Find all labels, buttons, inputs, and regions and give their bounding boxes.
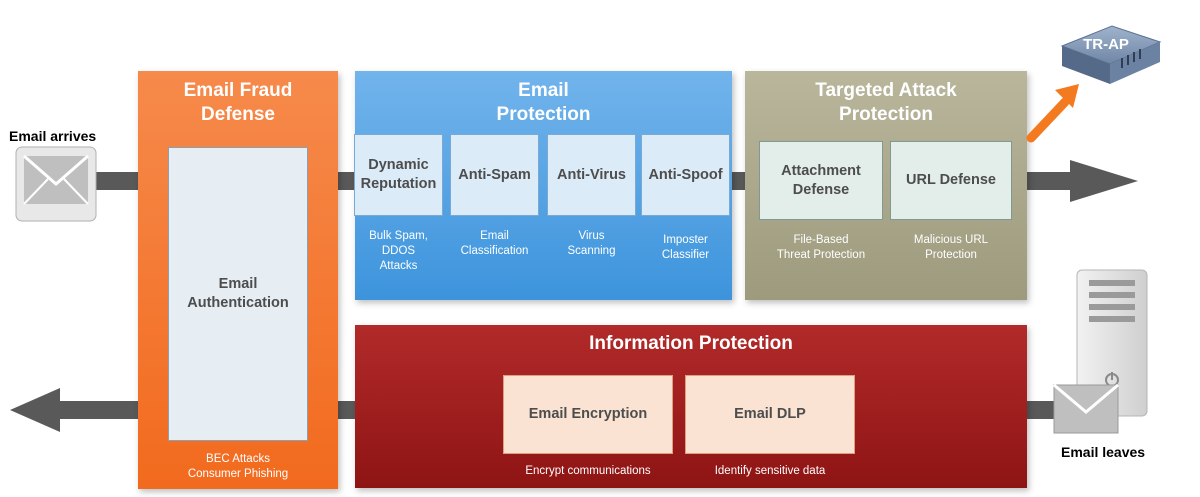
- email-leaves-label: Email leaves: [1061, 444, 1146, 460]
- email-dlp-box: Email DLP: [685, 375, 855, 454]
- email-fraud-defense-panel: Email Fraud Defense Email Authentication…: [138, 71, 338, 489]
- email-encryption-box: Email Encryption: [503, 375, 673, 454]
- anti-spam-caption: Email Classification: [460, 230, 529, 257]
- email-authentication-box: Email Authentication: [168, 147, 308, 441]
- email-arrives-label: Email arrives: [9, 128, 97, 144]
- appliance-icon: [1060, 25, 1162, 84]
- email-protection-panel: Email Protection Dynamic Reputation Anti…: [354, 71, 732, 300]
- dynamic-reputation-box: Dynamic Reputation: [354, 134, 443, 216]
- attachment-defense-box: Attachment Defense: [759, 141, 883, 220]
- targeted-attack-protection-panel: Targeted Attack Protection Attachment De…: [745, 71, 1027, 300]
- anti-spam-box: Anti-Spam: [450, 134, 539, 216]
- envelope-outbound-icon: [1053, 384, 1119, 434]
- email-protection-title: Email Protection: [496, 80, 591, 125]
- appliance-label: TR-AP: [1083, 36, 1129, 53]
- mail-server-icon: [1076, 269, 1148, 417]
- dynamic-reputation-caption: Bulk Spam, DDOS Attacks: [369, 230, 428, 272]
- targeted-attack-protection-title: Targeted Attack Protection: [815, 80, 957, 125]
- anti-virus-box: Anti-Virus: [547, 134, 636, 216]
- url-defense-caption: Malicious URL Protection: [913, 234, 989, 261]
- email-fraud-defense-caption: BEC Attacks Consumer Phishing: [187, 453, 289, 480]
- information-protection-title: Information Protection: [589, 333, 793, 354]
- email-fraud-defense-title: Email Fraud Defense: [183, 80, 293, 125]
- envelope-inbound-icon: [15, 146, 97, 222]
- anti-spoof-caption: Imposter Classifier: [661, 234, 710, 261]
- anti-spoof-box: Anti-Spoof: [641, 134, 730, 216]
- url-defense-box: URL Defense: [890, 141, 1012, 220]
- anti-virus-caption: Virus Scanning: [567, 230, 616, 257]
- email-encryption-caption: Encrypt communications: [525, 465, 651, 477]
- attachment-defense-caption: File-Based Threat Protection: [776, 234, 866, 261]
- email-dlp-caption: Identify sensitive data: [714, 465, 826, 477]
- orange-escalation-arrow-icon: [1026, 84, 1079, 143]
